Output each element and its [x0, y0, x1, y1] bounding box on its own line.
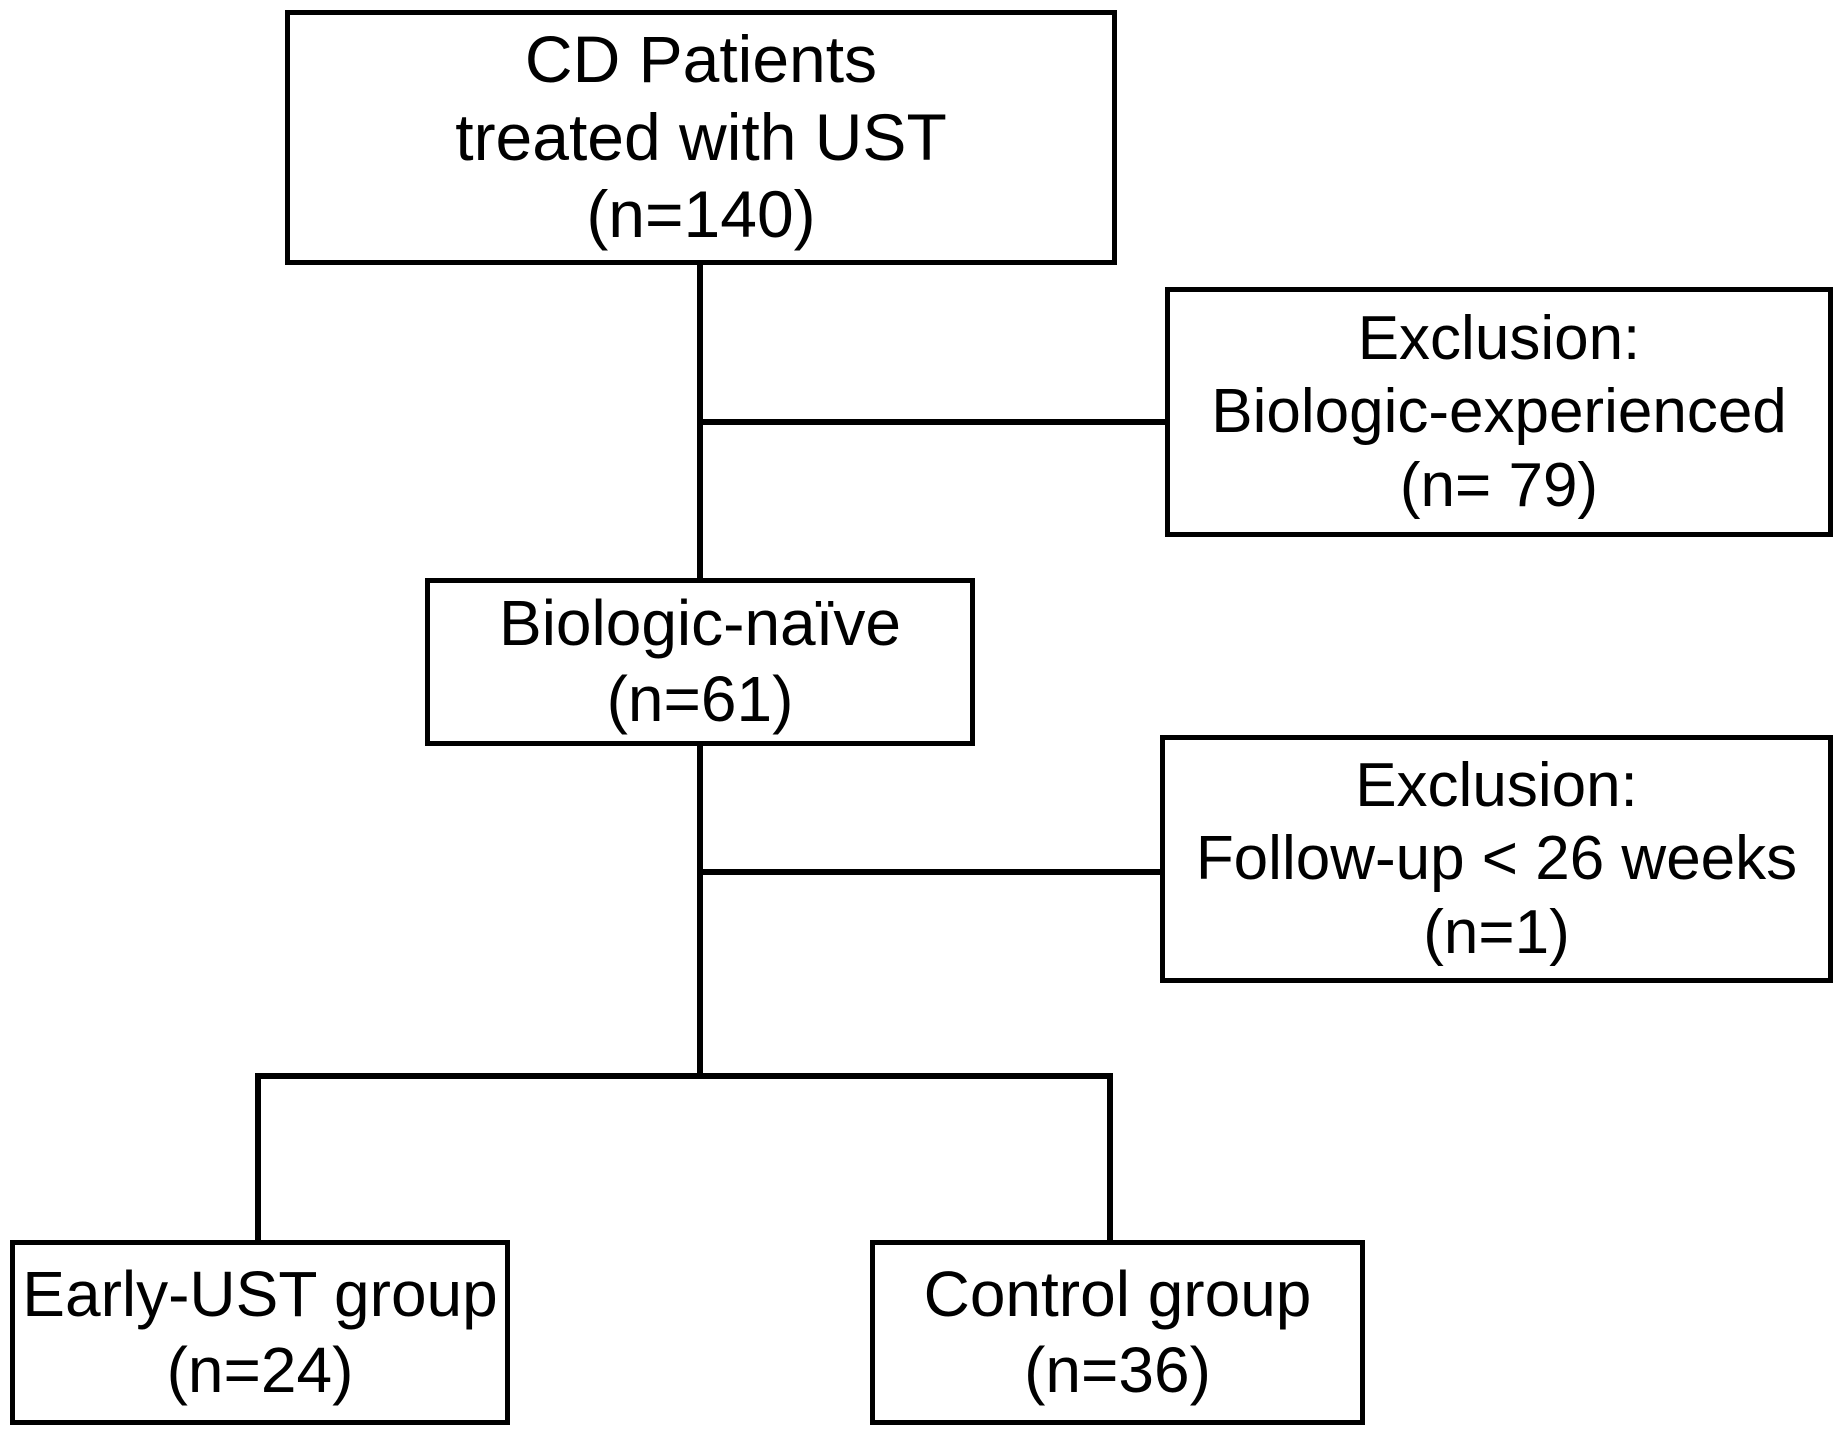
node-cd-patients-line-2: treated with UST	[455, 99, 947, 174]
node-biologic-naive: Biologic-naïve (n=61)	[425, 578, 975, 746]
node-exclusion-followup-reason: Follow-up < 26 weeks	[1195, 824, 1798, 894]
node-exclusion-biologic-reason: Biologic-experienced	[1211, 377, 1787, 447]
node-control-group-count: (n=36)	[1024, 1333, 1211, 1406]
node-control-group: Control group (n=36)	[870, 1240, 1365, 1425]
connector-to-early-ust-group	[255, 1073, 261, 1243]
node-cd-patients: CD Patients treated with UST (n=140)	[285, 10, 1117, 265]
node-biologic-naive-count: (n=61)	[606, 663, 794, 735]
connector-to-exclusion-biologic-experienced	[697, 419, 1167, 425]
node-exclusion-biologic-label: Exclusion:	[1357, 304, 1641, 374]
connector-biologic-naive-to-split	[697, 743, 703, 1079]
node-exclusion-followup-label: Exclusion:	[1355, 751, 1638, 821]
connector-split-bar	[255, 1073, 1113, 1079]
node-control-group-label: Control group	[923, 1257, 1312, 1330]
node-biologic-naive-label: Biologic-naïve	[499, 587, 901, 660]
connector-to-exclusion-followup	[697, 869, 1165, 875]
connector-to-control-group	[1107, 1073, 1113, 1243]
node-cd-patients-count: (n=140)	[586, 177, 816, 252]
node-early-ust-group: Early-UST group (n=24)	[10, 1240, 510, 1425]
node-exclusion-biologic-count: (n= 79)	[1399, 450, 1599, 520]
node-early-ust-group-count: (n=24)	[166, 1333, 354, 1406]
node-cd-patients-line-1: CD Patients	[524, 21, 878, 96]
node-exclusion-followup: Exclusion: Follow-up < 26 weeks (n=1)	[1160, 735, 1833, 983]
node-early-ust-group-label: Early-UST group	[22, 1257, 498, 1330]
node-exclusion-followup-count: (n=1)	[1423, 897, 1570, 967]
node-exclusion-biologic-experienced: Exclusion: Biologic-experienced (n= 79)	[1165, 287, 1833, 537]
